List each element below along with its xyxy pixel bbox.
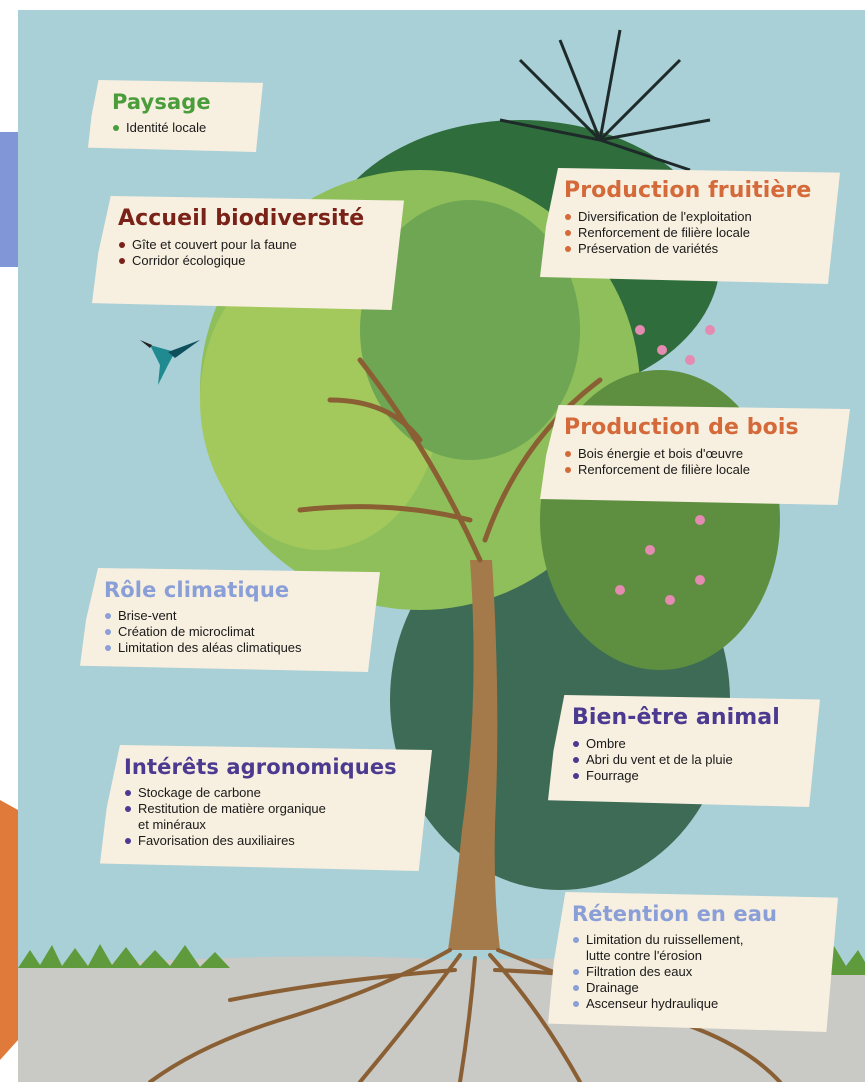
list-item: lutte contre l'érosion <box>586 948 702 964</box>
palm-fronds <box>499 29 711 172</box>
bullet-icon <box>573 969 579 976</box>
card-title: Rétention en eau <box>572 902 778 926</box>
bullet-icon <box>125 806 131 813</box>
list-item: Favorisation des auxiliaires <box>124 833 416 849</box>
bullet-icon <box>105 645 111 652</box>
list-item: Création de microclimat <box>104 624 364 640</box>
card-fruitiere: Production fruitière Diversification de … <box>540 168 840 284</box>
bullet-icon <box>573 1001 579 1008</box>
bullet-icon <box>119 242 125 249</box>
card-bois: Production de bois Bois énergie et bois … <box>540 405 850 505</box>
list-item: Ombre <box>572 736 804 752</box>
list-item: Drainage <box>572 980 822 996</box>
list-item: Restitution de matière organique <box>124 801 416 817</box>
card-paysage: Paysage Identité locale <box>88 80 263 152</box>
bullet-icon <box>573 937 579 944</box>
list-item: Ascenseur hydraulique <box>572 996 822 1012</box>
list-item: Fourrage <box>572 768 804 784</box>
list-item: Corridor écologique <box>118 253 388 269</box>
hummingbird <box>140 340 200 385</box>
bullet-icon <box>573 741 579 748</box>
left-orange-tab <box>0 800 18 1060</box>
card-title: Accueil biodiversité <box>118 206 365 231</box>
grass-left <box>18 944 230 968</box>
card-title: Production de bois <box>564 415 799 440</box>
card-eau: Rétention en eau Limitation du ruisselle… <box>548 892 838 1032</box>
list-item: Renforcement de filière locale <box>564 462 834 478</box>
bullet-icon <box>125 790 131 797</box>
list-item: Identité locale <box>112 120 247 136</box>
card-biodiversite: Accueil biodiversité Gîte et couvert pou… <box>92 196 404 310</box>
fruits <box>615 325 715 605</box>
list-item: Abri du vent et de la pluie <box>572 752 804 768</box>
bullet-icon <box>125 838 131 845</box>
list-item: Filtration des eaux <box>572 964 822 980</box>
list-item: Gîte et couvert pour la faune <box>118 237 388 253</box>
card-title: Intérêts agronomiques <box>124 755 397 779</box>
bullet-icon <box>105 629 111 636</box>
card-agronomiques: Intérêts agronomiques Stockage de carbon… <box>100 745 432 871</box>
list-item: Bois énergie et bois d'œuvre <box>564 446 834 462</box>
card-bienetre: Bien-être animal Ombre Abri du vent et d… <box>548 695 820 807</box>
left-blue-tab <box>0 132 18 267</box>
mid-canopy <box>360 200 580 460</box>
list-item: Renforcement de filière locale <box>564 225 824 241</box>
list-item: et minéraux <box>138 817 206 833</box>
card-title: Bien-être animal <box>572 705 780 730</box>
bullet-icon <box>573 773 579 780</box>
card-title: Paysage <box>112 90 211 114</box>
list-item: Stockage de carbone <box>124 785 416 801</box>
bullet-icon <box>105 613 111 620</box>
bullet-icon <box>565 451 571 458</box>
list-item: Limitation des aléas climatiques <box>104 640 364 656</box>
bullet-icon <box>573 985 579 992</box>
bullet-icon <box>565 230 571 237</box>
card-climatique: Rôle climatique Brise-vent Création de m… <box>80 568 380 672</box>
branches <box>297 357 603 563</box>
bullet-icon <box>573 757 579 764</box>
card-title: Production fruitière <box>564 178 812 203</box>
bullet-icon <box>113 125 119 132</box>
trunk <box>448 560 500 950</box>
list-item: Brise-vent <box>104 608 364 624</box>
bullet-icon <box>565 467 571 474</box>
list-item: Limitation du ruissellement, <box>572 932 822 948</box>
bullet-icon <box>565 246 571 253</box>
bullet-icon <box>565 214 571 221</box>
list-item: Préservation de variétés <box>564 241 824 257</box>
list-item: Diversification de l'exploitation <box>564 209 824 225</box>
bullet-icon <box>119 258 125 265</box>
card-title: Rôle climatique <box>104 578 290 602</box>
